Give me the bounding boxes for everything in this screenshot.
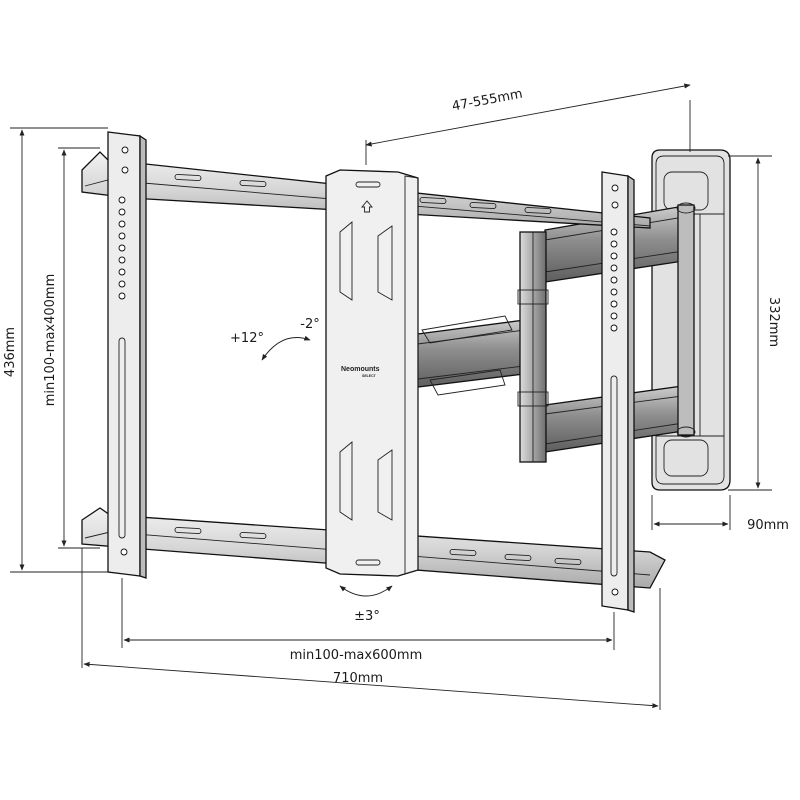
right-vesa-bracket [601, 171, 635, 613]
wall-plate-height-label: 332mm [766, 297, 781, 347]
vesa-vertical-label: min100-max400mm [43, 274, 58, 406]
rotation-arc-icon [339, 585, 393, 597]
tilt-arc-icon [261, 335, 311, 361]
overall-height-label: 436mm [3, 327, 18, 377]
top-rail-slots [174, 173, 552, 214]
dimension-lines [10, 83, 772, 710]
right-bracket-holes [610, 228, 618, 332]
bottom-rail-slots [174, 526, 582, 565]
center-plate: Neomounts SELECT [325, 169, 419, 577]
arm-extension-label: 47-555mm [451, 87, 524, 115]
neomounts-logo: Neomounts SELECT [341, 366, 380, 378]
rotation-indicator: ±3° [339, 585, 393, 624]
left-bracket-holes [118, 196, 126, 300]
rotation-label: ±3° [354, 609, 380, 624]
svg-text:Neomounts: Neomounts [341, 366, 380, 373]
svg-text:SELECT: SELECT [362, 374, 377, 378]
wall-plate-depth-label: 90mm [747, 518, 789, 533]
tilt-indicator: +12° -2° [230, 317, 320, 361]
tilt-down-label: -2° [300, 317, 319, 332]
dimension-labels: 47-555mm 332mm 90mm min100-max600mm 710m… [3, 87, 789, 686]
tilt-up-label: +12° [230, 331, 264, 346]
overall-width-label: 710mm [333, 671, 383, 686]
vesa-horizontal-label: min100-max600mm [290, 648, 422, 663]
left-vesa-bracket [107, 131, 147, 579]
up-arrow-icon [361, 200, 373, 213]
